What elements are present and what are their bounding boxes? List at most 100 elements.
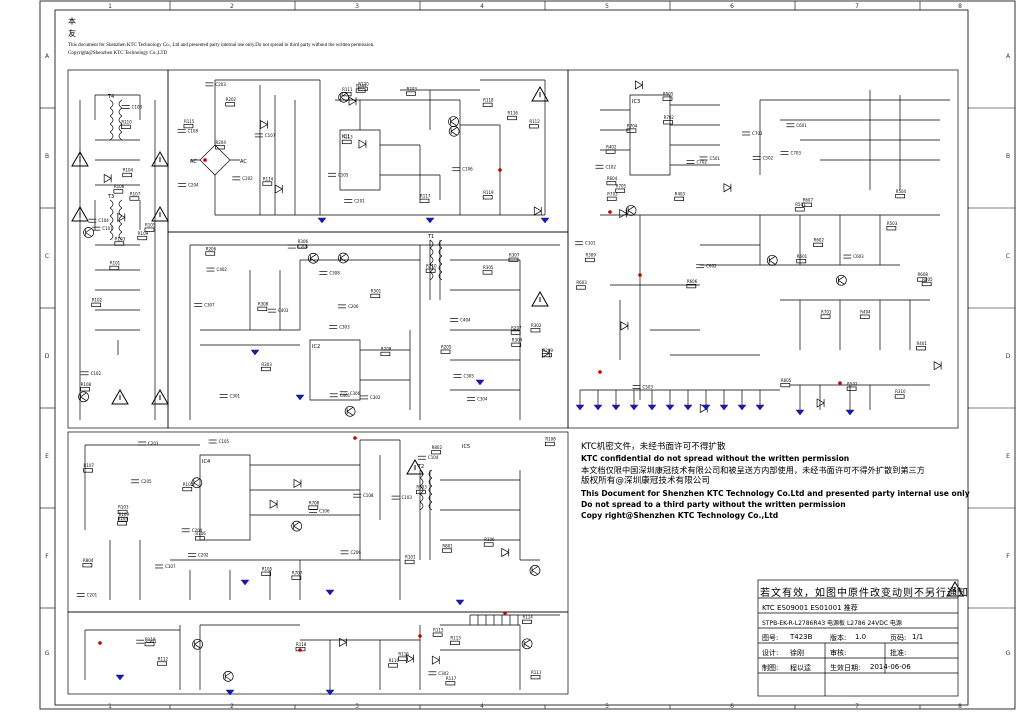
net-marker bbox=[353, 436, 357, 440]
ic-label: IC4 bbox=[202, 459, 210, 465]
transformer-coil bbox=[109, 215, 114, 225]
resistor-symbol bbox=[117, 509, 128, 515]
transistor-leads bbox=[450, 117, 457, 126]
resistor-label: R105 bbox=[145, 222, 156, 227]
grid-col-label: 8 bbox=[958, 703, 962, 710]
ground-icon bbox=[593, 404, 603, 411]
resistor-symbol bbox=[137, 235, 148, 241]
resistor-symbol bbox=[575, 285, 586, 290]
grid-col-label: 4 bbox=[480, 3, 484, 10]
transformer-label: T1 bbox=[427, 234, 434, 240]
date-value: 2014-06-06 bbox=[870, 663, 911, 671]
capacitor-label: C201 bbox=[87, 593, 98, 598]
grid-col-label: 2 bbox=[230, 703, 234, 710]
resistor-label: R120 bbox=[358, 82, 369, 87]
resistor-label: R502 bbox=[847, 381, 858, 386]
grid-ticks bbox=[40, 1, 1015, 709]
resistor-symbol bbox=[794, 207, 805, 212]
transformer-coil bbox=[109, 123, 114, 133]
capacitor-label: C304 bbox=[477, 396, 488, 401]
capacitor-label: C601 bbox=[796, 123, 807, 128]
resistor-symbol bbox=[114, 241, 125, 246]
grid-row-label: A bbox=[45, 53, 50, 60]
resistor-label: R402 bbox=[606, 144, 617, 149]
resistor-label: R206 bbox=[206, 246, 217, 251]
resistor-symbol bbox=[510, 330, 521, 335]
transistor-leads bbox=[837, 276, 845, 285]
resistor-symbol bbox=[508, 257, 519, 262]
resistor-label: R403 bbox=[675, 192, 686, 197]
header-copyright: Copyright@Shenzhen KTC Technology Co.,LT… bbox=[68, 51, 168, 56]
transistor-symbol bbox=[291, 520, 303, 532]
resistor-label: R118 bbox=[483, 98, 494, 103]
transistor-symbol bbox=[307, 252, 319, 264]
resistor-symbol bbox=[431, 450, 441, 455]
resistor-label: R111 bbox=[531, 670, 542, 675]
capacitor-label: C305 bbox=[463, 374, 474, 379]
net-marker bbox=[203, 158, 207, 162]
ground-icon bbox=[647, 404, 657, 411]
capacitor-label: C107 bbox=[265, 133, 276, 138]
resistor-label: R405 bbox=[922, 277, 933, 282]
capacitor-label: C205 bbox=[298, 244, 309, 249]
ac-input-label: AC bbox=[240, 159, 247, 165]
grid-row-label: F bbox=[45, 553, 49, 560]
resistor-symbol bbox=[419, 198, 430, 203]
resistor-label: R115 bbox=[184, 119, 195, 124]
transistor-leads bbox=[224, 672, 232, 681]
conf-line-1: KTC机密文件，未经书面许可不得扩散 bbox=[581, 442, 726, 452]
resistor-label: R114 bbox=[263, 176, 274, 181]
resistor-label: R117 bbox=[446, 676, 457, 681]
designer-value: 徐刚 bbox=[790, 649, 804, 657]
grid-col-label: 2 bbox=[230, 3, 234, 10]
transformer-label: T3 bbox=[107, 194, 114, 200]
ground-symbols bbox=[115, 217, 855, 696]
resistor-symbol bbox=[205, 251, 216, 256]
capacitor-label: C302 bbox=[438, 671, 449, 676]
transformer-coil bbox=[428, 477, 433, 487]
capacitor-label: C206 bbox=[351, 550, 362, 555]
capacitor-label: C204 bbox=[188, 183, 199, 188]
grid-col-label: 7 bbox=[855, 3, 859, 10]
capacitor-label: C302 bbox=[370, 395, 381, 400]
resistor-symbol bbox=[117, 521, 127, 526]
transistor-leads bbox=[768, 256, 776, 265]
diode-symbol bbox=[619, 208, 628, 219]
resistor-symbol bbox=[530, 328, 541, 333]
transformer-coil bbox=[419, 485, 424, 495]
resistor-symbol bbox=[257, 306, 268, 311]
transformer-coil bbox=[429, 255, 434, 265]
diode-symbol bbox=[431, 655, 440, 665]
transformer-coil bbox=[429, 247, 434, 257]
resistor-symbol bbox=[109, 265, 120, 271]
resistor-symbol bbox=[404, 559, 415, 565]
section-llc bbox=[67, 431, 569, 613]
resistor-symbol bbox=[916, 346, 926, 351]
transformer-coil bbox=[109, 115, 114, 125]
resistor-label: R202 bbox=[226, 97, 237, 102]
grid-row-label: F bbox=[1006, 553, 1010, 560]
warning-triangle-icon bbox=[946, 580, 964, 597]
net-marker bbox=[503, 611, 507, 615]
resistor-label: R105 bbox=[262, 567, 273, 572]
transistor-symbol bbox=[448, 116, 459, 127]
resistor-label: R307 bbox=[509, 253, 520, 258]
resistor-symbol bbox=[846, 386, 857, 391]
resistor-symbol bbox=[122, 172, 133, 178]
capacitor-label: C102 bbox=[605, 164, 616, 169]
capacitor-label: C106 bbox=[462, 167, 473, 172]
resistor-label: R702 bbox=[664, 115, 675, 120]
transformer-coil bbox=[118, 223, 123, 233]
resistor-symbol bbox=[686, 283, 697, 289]
resistor-label: R204 bbox=[215, 140, 226, 145]
warning-triangle-icon bbox=[111, 388, 129, 405]
ground-icon bbox=[611, 404, 621, 411]
grid-col-label: 5 bbox=[605, 3, 609, 10]
resistor-symbol bbox=[813, 242, 823, 247]
transformer-coil bbox=[109, 199, 114, 209]
resistor-symbol bbox=[895, 194, 906, 199]
grid-row-label: E bbox=[45, 453, 49, 460]
transistor-symbol bbox=[521, 638, 533, 650]
